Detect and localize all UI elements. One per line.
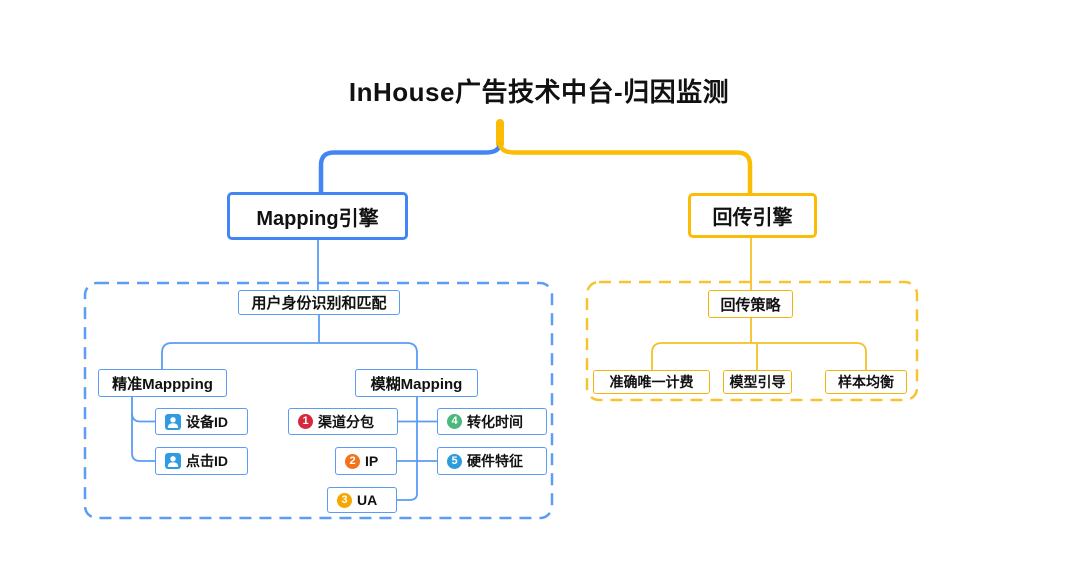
node-unique-billing[interactable]: 准确唯一计费	[593, 370, 710, 394]
node-label: 回传引擎	[712, 207, 793, 229]
node-identity-matching[interactable]: 用户身份识别和匹配	[238, 290, 400, 315]
node-label: 用户身份识别和匹配	[251, 295, 387, 312]
node-mapping-engine[interactable]: Mapping引擎	[227, 192, 408, 240]
node-callback-engine[interactable]: 回传引擎	[688, 193, 817, 238]
node-model-guidance[interactable]: 模型引导	[723, 370, 792, 394]
node-precise-mapping[interactable]: 精准Mappping	[98, 369, 227, 397]
node-label: 转化时间	[467, 413, 523, 430]
node-label: 点击ID	[186, 453, 228, 469]
node-channel-split[interactable]: 1 渠道分包	[288, 408, 398, 435]
node-hardware-features[interactable]: 5 硬件特征	[437, 447, 547, 475]
node-label: UA	[357, 492, 378, 508]
root-title[interactable]: InHouse广告技术中台-归因监测	[348, 77, 730, 107]
node-label: 准确唯一计费	[609, 374, 694, 390]
node-callback-strategy[interactable]: 回传策略	[708, 290, 793, 318]
number-2-icon: 2	[345, 453, 360, 469]
node-label: 样本均衡	[838, 374, 894, 390]
node-label: 渠道分包	[318, 413, 374, 430]
node-device-id[interactable]: 设备ID	[155, 408, 248, 435]
callback-branch-connector	[497, 142, 753, 196]
user-icon	[165, 453, 181, 469]
mapping-branch-connector	[318, 142, 503, 195]
node-label: 硬件特征	[467, 453, 523, 469]
number-1-icon: 1	[298, 414, 313, 429]
node-label: 回传策略	[720, 296, 781, 314]
node-click-id[interactable]: 点击ID	[155, 447, 248, 475]
number-3-icon: 3	[337, 492, 352, 508]
node-conversion-time[interactable]: 4 转化时间	[437, 408, 547, 435]
node-label: 精准Mappping	[112, 375, 213, 393]
node-label: 模型引导	[729, 374, 786, 390]
node-fuzzy-mapping[interactable]: 模糊Mapping	[355, 369, 478, 397]
mapping-group-outline	[83, 281, 554, 520]
node-ua[interactable]: 3 UA	[327, 487, 397, 513]
node-ip[interactable]: 2 IP	[335, 447, 397, 475]
node-label: 模糊Mapping	[370, 375, 463, 393]
node-sample-balance[interactable]: 样本均衡	[825, 370, 907, 394]
user-icon	[165, 413, 181, 430]
number-5-icon: 5	[447, 453, 462, 469]
node-label: 设备ID	[186, 413, 228, 430]
node-label: IP	[365, 453, 379, 469]
number-4-icon: 4	[447, 414, 462, 429]
node-label: Mapping引擎	[256, 207, 379, 230]
